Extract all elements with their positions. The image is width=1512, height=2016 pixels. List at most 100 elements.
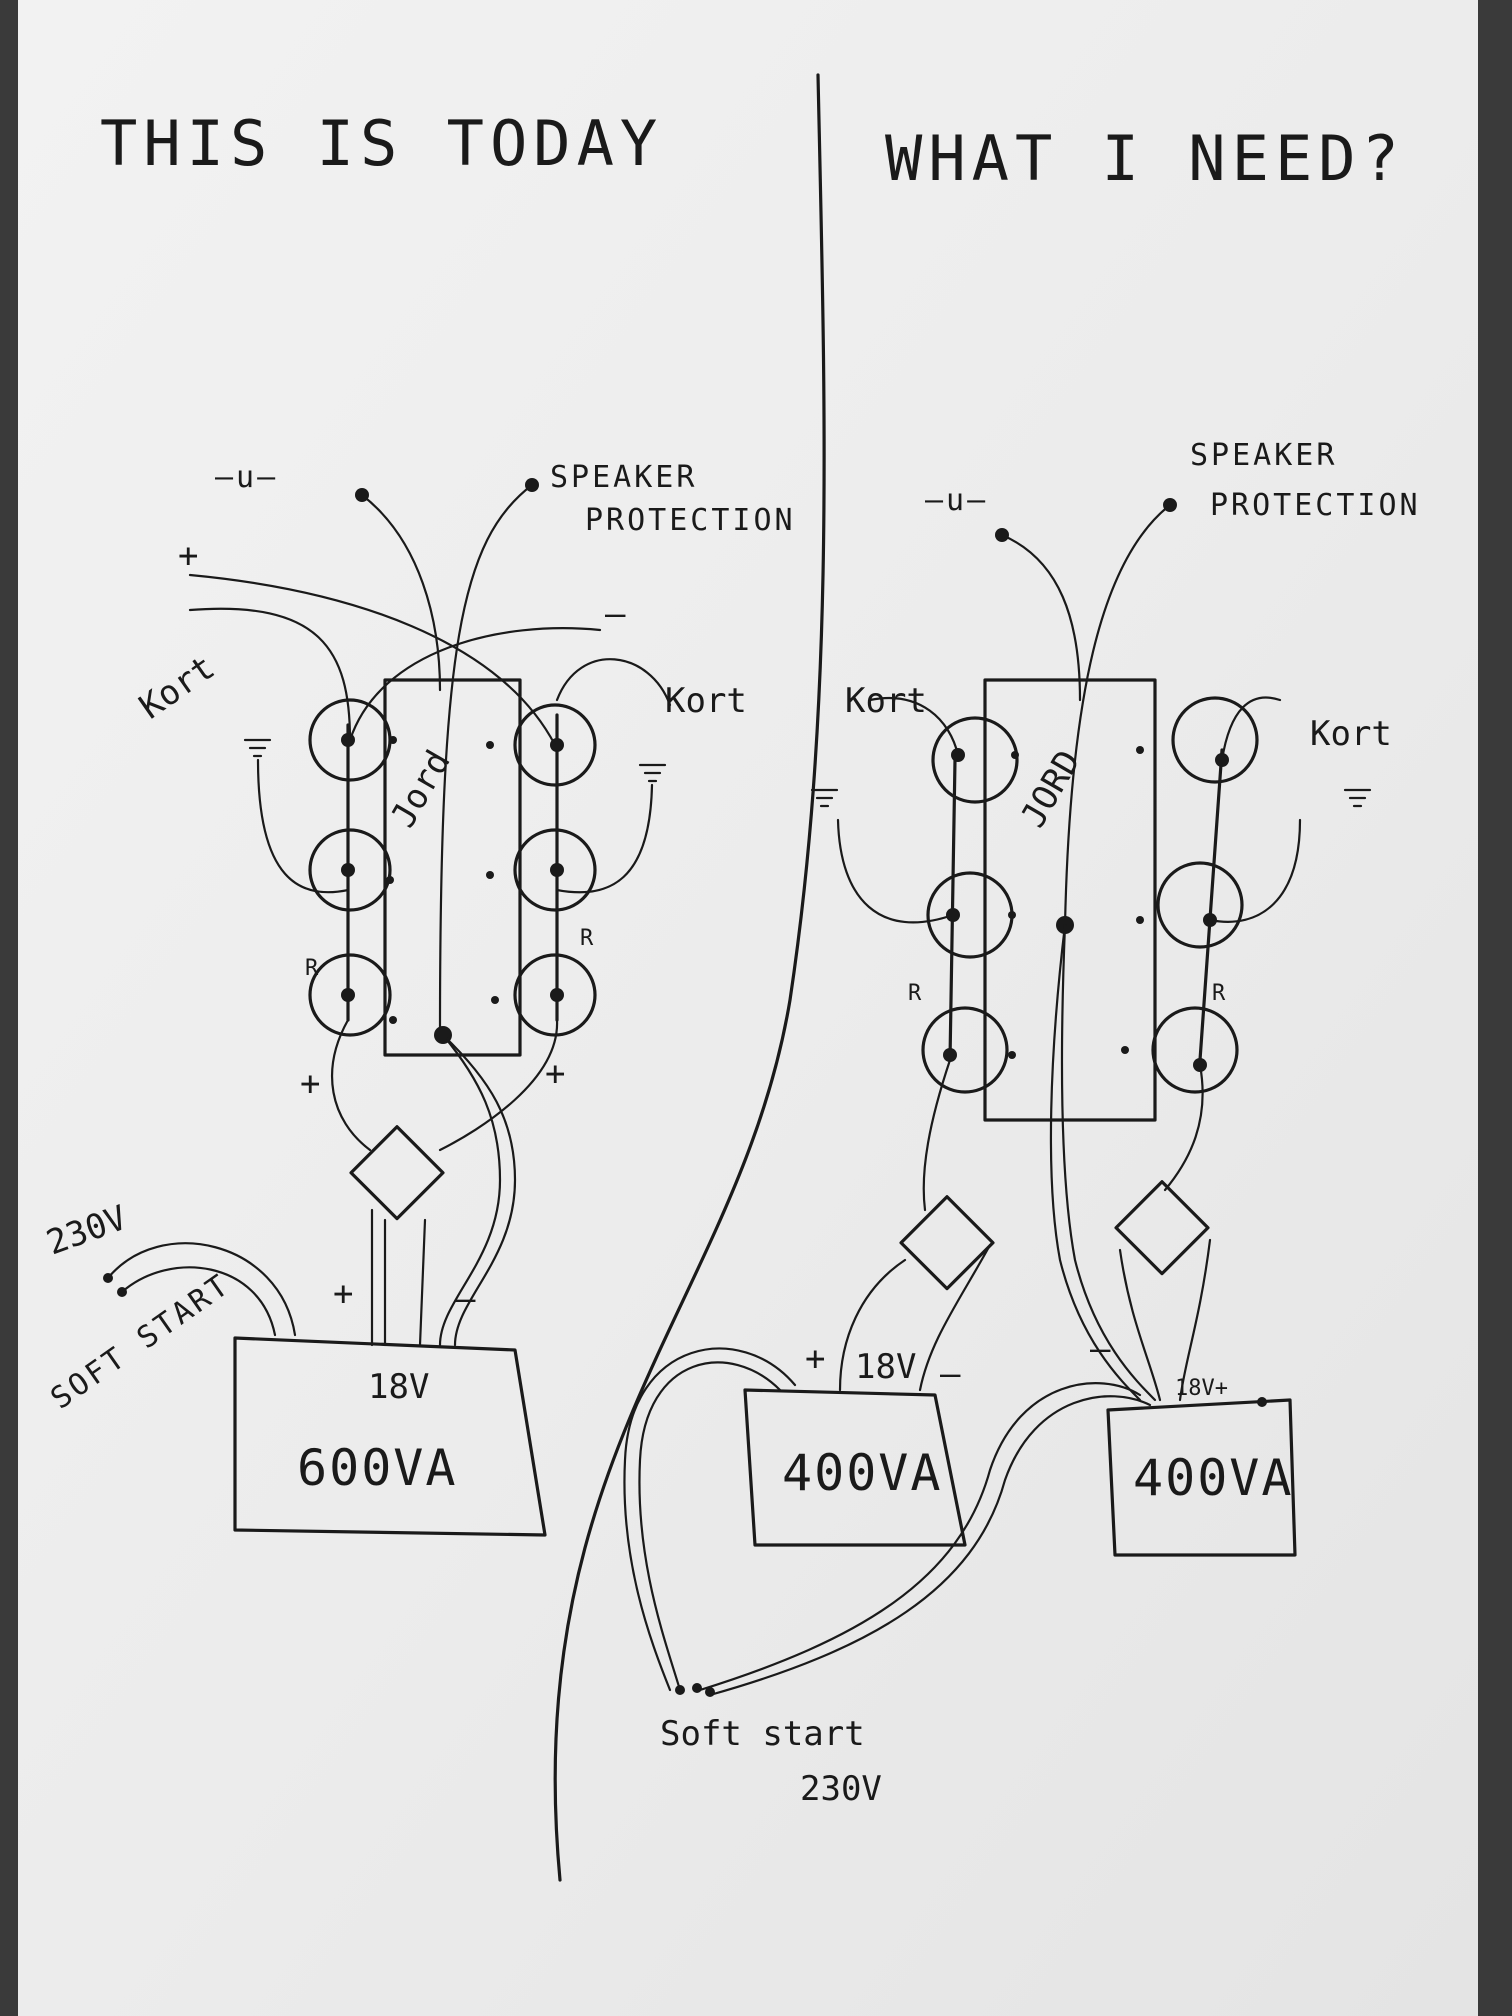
right-mains-terminal [675,1685,685,1695]
left-wire [188,607,352,742]
right-transformer-left-rating: 400VA [782,1444,943,1502]
right-board-pad [1008,1051,1016,1059]
left-r-label-left: R [305,956,319,981]
right-soft-start-label: Soft start [660,1714,865,1754]
right-cap-3 [921,1006,1009,1094]
right-board-pad [1121,1046,1129,1054]
right-transformer-box-left [743,1388,967,1547]
left-mains-wire [106,1242,297,1337]
right-pcb-board [983,678,1157,1122]
left-kort-right: Kort [665,681,747,721]
right-mains-wire [623,1347,797,1692]
left-cap-2 [308,828,392,912]
right-wire [1060,923,1157,1402]
right-mains-wire [638,1361,782,1692]
right-ground-symbol [810,788,839,808]
right-wire [1178,1238,1212,1402]
right-cap-6 [1151,1006,1239,1094]
right-speaker-protection-line1: SPEAKER [1190,438,1337,473]
left-plus-top: + [178,536,198,576]
right-wire [1049,923,1142,1402]
right-wire [918,1243,992,1392]
right-wire [868,697,960,757]
right-node [943,1048,957,1062]
right-cap-1 [931,716,1019,804]
right-bridge-rectifier-left [899,1195,995,1291]
paper-sheet [18,0,1478,2016]
right-transformer-terminal [1257,1397,1267,1407]
right-board-pad [1008,911,1016,919]
left-trafo-plus: + [333,1274,353,1314]
right-minus-u-label: —u— [925,483,988,518]
right-wire [1163,1063,1204,1192]
left-wire [438,1018,559,1152]
left-wire [438,1033,502,1347]
right-r-label-right: R [1212,981,1226,1006]
left-transformer-box [233,1336,547,1537]
right-mains-wire [708,1395,1152,1697]
right-transformer-left-voltage: 18V [855,1347,916,1387]
right-transformer-right-rating: 400VA [1133,1449,1294,1507]
right-transformer-box-right [1106,1398,1297,1557]
left-node [341,863,355,877]
right-wire [1063,503,1172,927]
right-trafo-plus: + [805,1339,825,1379]
right-wire [1220,696,1282,762]
right-bridge-rectifier-right [1114,1180,1210,1276]
left-minus-u-label: —u— [215,460,278,495]
left-transformer-voltage: 18V [368,1367,429,1407]
left-heading: THIS IS TODAY [100,107,663,180]
right-wire [836,818,955,924]
divider-line [553,73,826,1882]
left-wire [418,1218,427,1347]
left-transformer-rating: 600VA [297,1439,458,1497]
right-heading: WHAT I NEED? [885,122,1405,195]
right-r-label-left: R [908,981,922,1006]
left-wire [256,758,350,894]
right-board-pad [1136,916,1144,924]
left-r-label-right: R [580,926,594,951]
left-mains-wire [120,1266,277,1337]
right-transformer-right-voltage: 18V+ [1175,1376,1228,1401]
left-wire [188,573,557,747]
left-node [550,863,564,877]
right-wire [1000,533,1082,702]
left-wire [348,627,602,742]
left-wire [438,483,534,1032]
left-board-pad [486,871,494,879]
left-board-pad [386,876,394,884]
right-ground-symbol [1343,788,1372,808]
right-mains-terminal [692,1683,702,1693]
left-speaker-protection-line1: SPEAKER [550,460,697,495]
left-panel: THIS IS TODAY —u— SPEAKER PROTECTION + –… [41,107,796,1537]
left-cap-3 [308,953,392,1037]
left-cap-4 [513,703,597,787]
left-node [341,988,355,1002]
right-wire [922,1058,952,1212]
right-wire [1208,818,1302,923]
right-board-pad [1011,751,1019,759]
right-speaker-protection-line2: PROTECTION [1210,488,1421,523]
right-wire [1118,1248,1162,1402]
left-board-pad [389,1016,397,1024]
right-kort-right: Kort [1310,714,1392,754]
left-ground-symbol [638,763,667,783]
left-ground-symbol [243,738,272,758]
left-wire [360,493,442,692]
left-node [550,988,564,1002]
left-trafo-minus: – [455,1279,476,1319]
left-board-pad [486,741,494,749]
right-cap-4 [1171,696,1259,784]
left-wire [441,1033,517,1347]
left-bridge-rectifier [349,1125,445,1221]
left-cap-5 [513,828,597,912]
right-trafo-minus-left: – [940,1354,961,1394]
right-rail-right [1198,748,1224,1062]
left-plus-label-left: + [300,1064,320,1104]
right-board-pad [1136,746,1144,754]
left-speaker-protection-line2: PROTECTION [585,503,796,538]
left-wire [331,1018,372,1152]
right-mains-terminal [705,1687,715,1697]
right-230v-label: 230V [800,1769,882,1809]
